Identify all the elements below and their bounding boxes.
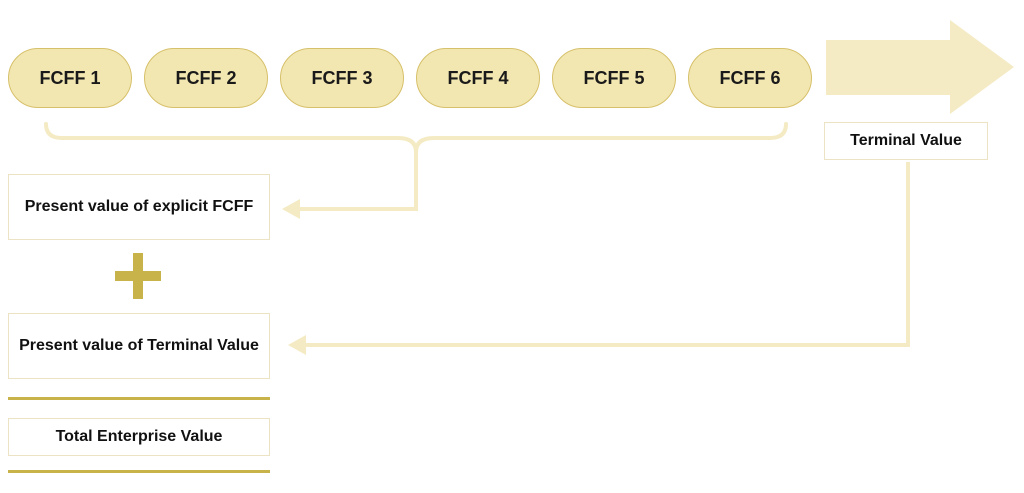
divider-bottom (8, 470, 270, 473)
pv-explicit-label: Present value of explicit FCFF (24, 198, 254, 215)
fcff-pill-2: FCFF 2 (144, 48, 268, 108)
total-value-box: Total Enterprise Value (8, 418, 270, 456)
plus-icon (115, 253, 161, 299)
fcff-pill-4: FCFF 4 (416, 48, 540, 108)
fcff-pill-5: FCFF 5 (552, 48, 676, 108)
arrowhead-terminal (288, 335, 306, 355)
pv-terminal-box: Present value of Terminal Value (8, 313, 270, 379)
terminal-value-box: Terminal Value (824, 122, 988, 160)
brace (44, 122, 788, 153)
arrowhead-explicit (282, 199, 300, 219)
fcff-pill-1: FCFF 1 (8, 48, 132, 108)
pv-terminal-label: Present value of Terminal Value (19, 337, 259, 354)
divider-top (8, 397, 270, 400)
connector-explicit (296, 152, 418, 211)
terminal-arrow (826, 20, 1014, 114)
fcff-pill-6: FCFF 6 (688, 48, 812, 108)
connector-terminal (304, 162, 910, 347)
total-value-label: Total Enterprise Value (55, 428, 223, 445)
pv-explicit-box: Present value of explicit FCFF (8, 174, 270, 240)
terminal-value-label: Terminal Value (850, 132, 962, 149)
fcff-pill-3: FCFF 3 (280, 48, 404, 108)
